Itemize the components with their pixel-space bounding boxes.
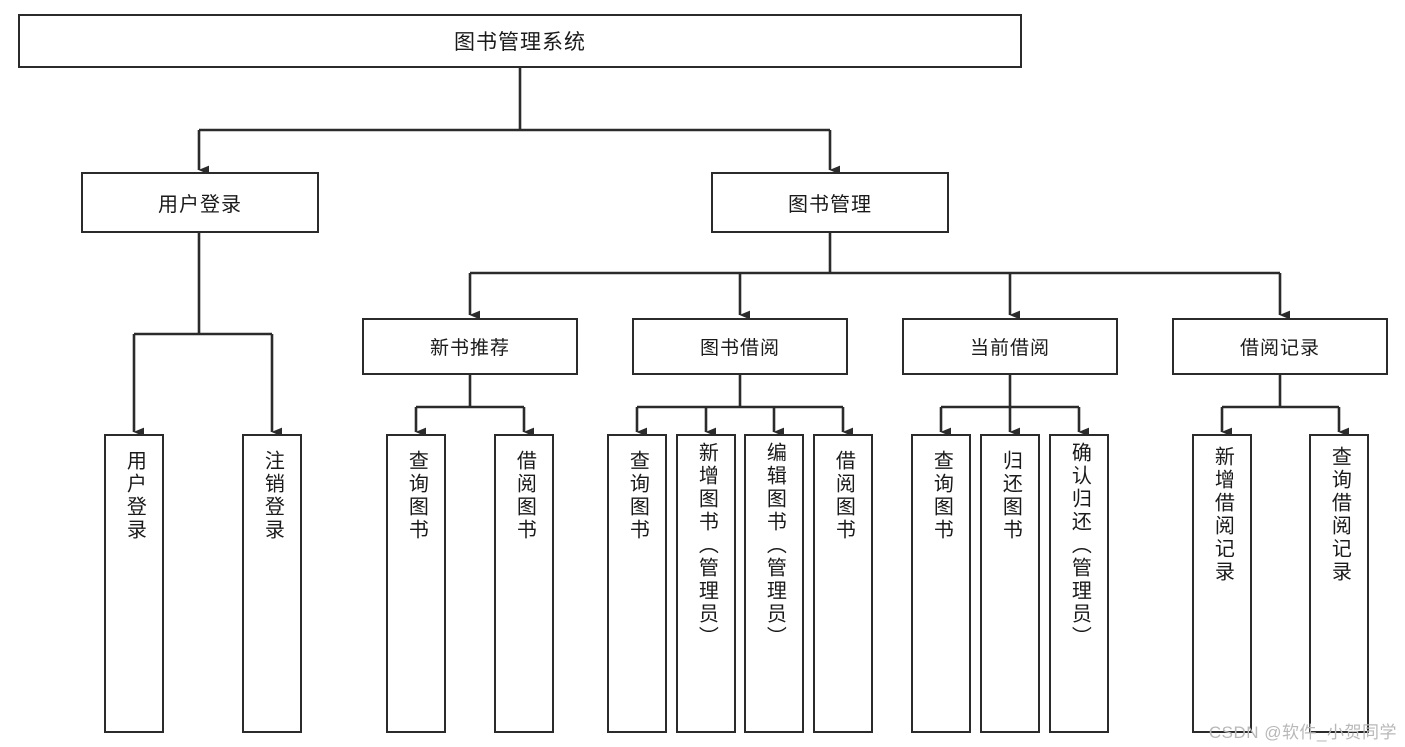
node-leaf-add-book-label: 新增图书（管理员） bbox=[695, 442, 718, 649]
node-current-borrow[interactable]: 当前借阅 bbox=[902, 318, 1118, 375]
node-leaf-user-login[interactable]: 用户登录 bbox=[104, 434, 164, 733]
node-leaf-query-book-3[interactable]: 查询图书 bbox=[911, 434, 971, 733]
node-book-borrow-label: 图书借阅 bbox=[699, 338, 780, 359]
node-new-book-rec-label: 新书推荐 bbox=[429, 338, 510, 359]
node-leaf-query-record[interactable]: 查询借阅记录 bbox=[1309, 434, 1369, 733]
node-root[interactable]: 图书管理系统 bbox=[18, 14, 1022, 68]
node-leaf-return-book[interactable]: 归还图书 bbox=[980, 434, 1040, 733]
node-leaf-query-book-1-label: 查询图书 bbox=[405, 450, 428, 542]
node-book-manage-label: 图书管理 bbox=[788, 194, 872, 216]
node-book-borrow[interactable]: 图书借阅 bbox=[632, 318, 848, 375]
node-current-borrow-label: 当前借阅 bbox=[969, 338, 1050, 359]
node-leaf-query-book-2-label: 查询图书 bbox=[626, 450, 649, 542]
node-leaf-add-book[interactable]: 新增图书（管理员） bbox=[676, 434, 736, 733]
node-leaf-query-book-1[interactable]: 查询图书 bbox=[386, 434, 446, 733]
csdn-watermark: CSDN @软件_小贺同学 bbox=[1208, 723, 1397, 742]
node-leaf-logout-label: 注销登录 bbox=[261, 450, 284, 542]
node-leaf-logout[interactable]: 注销登录 bbox=[242, 434, 302, 733]
node-leaf-borrow-book-1[interactable]: 借阅图书 bbox=[494, 434, 554, 733]
node-root-label: 图书管理系统 bbox=[454, 31, 586, 54]
node-leaf-query-book-3-label: 查询图书 bbox=[930, 450, 953, 542]
node-leaf-confirm-return-label: 确认归还（管理员） bbox=[1068, 442, 1091, 649]
node-leaf-borrow-book-2-label: 借阅图书 bbox=[832, 450, 855, 542]
node-user-login-label: 用户登录 bbox=[158, 194, 242, 216]
node-leaf-edit-book-label: 编辑图书（管理员） bbox=[763, 442, 786, 649]
node-leaf-user-login-label: 用户登录 bbox=[123, 450, 146, 542]
node-leaf-add-record[interactable]: 新增借阅记录 bbox=[1192, 434, 1252, 733]
node-leaf-query-book-2[interactable]: 查询图书 bbox=[607, 434, 667, 733]
node-leaf-query-record-label: 查询借阅记录 bbox=[1328, 446, 1351, 584]
node-leaf-return-book-label: 归还图书 bbox=[999, 450, 1022, 542]
node-borrow-record-label: 借阅记录 bbox=[1239, 338, 1320, 359]
node-user-login[interactable]: 用户登录 bbox=[81, 172, 319, 233]
node-borrow-record[interactable]: 借阅记录 bbox=[1172, 318, 1388, 375]
node-book-manage[interactable]: 图书管理 bbox=[711, 172, 949, 233]
node-leaf-confirm-return[interactable]: 确认归还（管理员） bbox=[1049, 434, 1109, 733]
node-leaf-edit-book[interactable]: 编辑图书（管理员） bbox=[744, 434, 804, 733]
node-new-book-rec[interactable]: 新书推荐 bbox=[362, 318, 578, 375]
node-leaf-borrow-book-1-label: 借阅图书 bbox=[513, 450, 536, 542]
node-leaf-borrow-book-2[interactable]: 借阅图书 bbox=[813, 434, 873, 733]
node-leaf-add-record-label: 新增借阅记录 bbox=[1211, 446, 1234, 584]
